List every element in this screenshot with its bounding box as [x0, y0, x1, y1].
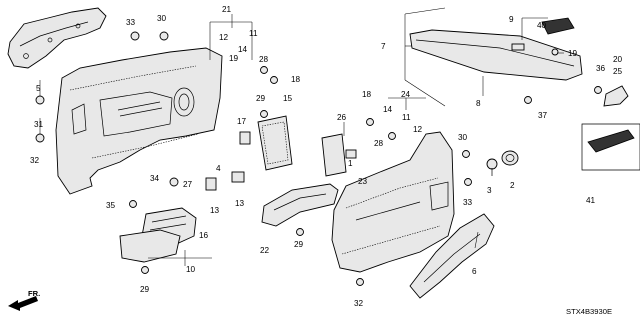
callout-14-a: 14 [238, 45, 248, 54]
part-15-pad [257, 115, 293, 171]
callout-8: 8 [476, 99, 481, 108]
callout-33-b: 33 [463, 198, 473, 207]
callout-40: 40 [537, 21, 547, 30]
callout-14-b: 14 [383, 105, 393, 114]
callout-13-a: 13 [210, 206, 220, 215]
callout-11-a: 11 [249, 29, 258, 38]
callout-36: 36 [596, 64, 606, 73]
part-10-lower-trim [119, 207, 197, 263]
callout-25: 25 [613, 67, 623, 76]
callout-34: 34 [150, 174, 160, 183]
callout-20: 20 [613, 55, 623, 64]
callout-2: 2 [510, 181, 515, 190]
callout-35: 35 [106, 201, 116, 210]
part-2-grommet [501, 150, 519, 166]
callout-18-a: 18 [291, 75, 301, 84]
left-quarter-trim-panel [55, 47, 223, 195]
callout-13-b: 13 [235, 199, 245, 208]
callout-22: 22 [260, 246, 270, 255]
callout-labels: 33 30 21 12 11 14 19 28 18 5 31 32 29 15… [30, 5, 623, 308]
inset-part-41 [581, 123, 640, 171]
callout-23: 23 [358, 177, 368, 186]
callout-28-a: 28 [259, 55, 269, 64]
diagram-code: STX4B3930E [566, 307, 612, 316]
callout-1: 1 [348, 159, 353, 168]
callout-6: 6 [472, 267, 477, 276]
callout-10: 10 [186, 265, 196, 274]
callout-7: 7 [381, 42, 386, 51]
right-quarter-trim-panel [331, 131, 455, 273]
callout-5: 5 [36, 84, 41, 93]
callout-26: 26 [337, 113, 347, 122]
callout-29-c: 29 [294, 240, 304, 249]
callout-16: 16 [199, 231, 209, 240]
callout-27: 27 [183, 180, 193, 189]
front-label: FR. [28, 289, 40, 298]
callout-30-a: 30 [157, 14, 167, 23]
callout-21: 21 [222, 5, 232, 14]
callout-37: 37 [538, 111, 548, 120]
part-13-clips [205, 171, 245, 191]
callout-17: 17 [237, 117, 247, 126]
front-direction-arrow [8, 296, 38, 311]
leader-lines [39, 7, 564, 266]
fastener-clips [35, 31, 602, 286]
callout-18-b: 18 [362, 90, 372, 99]
callout-19-b: 19 [568, 49, 578, 58]
callout-41: 41 [586, 196, 596, 205]
part-26-pocket [321, 133, 357, 177]
part-8-cargo-shelf [409, 29, 583, 81]
callout-12-b: 12 [413, 125, 423, 134]
callout-11-b: 11 [402, 113, 411, 122]
callout-29-a: 29 [256, 94, 266, 103]
callout-19-a: 19 [229, 54, 239, 63]
part-22-armrest [261, 183, 339, 227]
callout-30-b: 30 [458, 133, 468, 142]
callout-28-b: 28 [374, 139, 384, 148]
callout-9: 9 [509, 15, 514, 24]
part-20-bracket [603, 85, 629, 107]
callout-4: 4 [216, 164, 221, 173]
callout-29-b: 29 [140, 285, 150, 294]
part-40-handle [541, 17, 575, 35]
callout-15: 15 [283, 94, 293, 103]
part-6-side-garnish [409, 213, 495, 299]
callout-12-a: 12 [219, 33, 229, 42]
part-17-bracket [239, 131, 251, 145]
callout-3: 3 [487, 186, 492, 195]
part-5-duct-cover [7, 7, 107, 69]
part-3-bolt [486, 158, 498, 176]
callout-32-b: 32 [354, 299, 364, 308]
callout-31: 31 [34, 120, 44, 129]
callout-33-a: 33 [126, 18, 136, 27]
callout-32-a: 32 [30, 156, 40, 165]
callout-24: 24 [401, 90, 411, 99]
